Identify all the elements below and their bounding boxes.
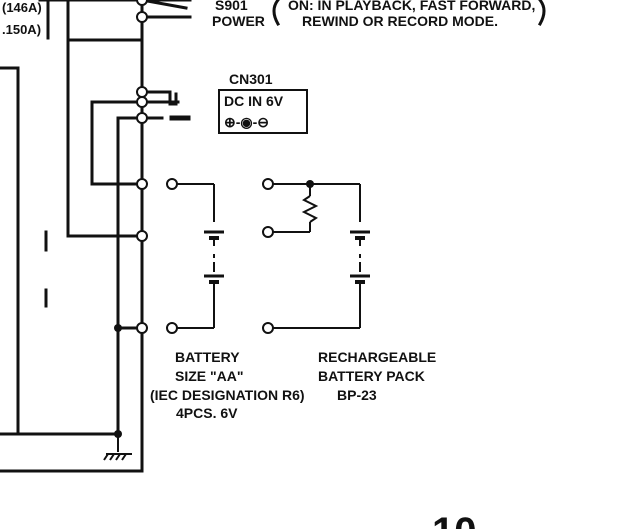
- left-current-label-2: .150A): [2, 22, 41, 37]
- connector-box: [218, 89, 308, 134]
- battery-pack-line-3: BP-23: [337, 387, 377, 403]
- battery-pack-symbol: [270, 183, 370, 329]
- left-current-label-1: (146A): [2, 0, 42, 15]
- connector-spec-label: DC IN 6V: [224, 93, 284, 109]
- jack-contact: [160, 90, 178, 106]
- mode-bracket-left: [272, 0, 281, 27]
- mode-label-1: ON: IN PLAYBACK, FAST FORWARD,: [288, 0, 535, 13]
- junction-dots: [114, 180, 314, 438]
- ground-symbol: [103, 436, 132, 461]
- battery-pack-line-1: RECHARGEABLE: [318, 349, 436, 365]
- switch-ref-label: S901: [215, 0, 248, 13]
- battery-aa-line-1: BATTERY: [175, 349, 240, 365]
- connector-polarity-icon: ⊕-◉-⊖: [224, 114, 269, 130]
- battery-aa-line-3: (IEC DESIGNATION R6): [150, 387, 305, 403]
- battery-aa-symbol: [176, 183, 224, 329]
- battery-aa-line-2: SIZE "AA": [175, 368, 244, 384]
- mode-bracket-right: [537, 0, 546, 27]
- battery-aa-line-4: 4PCS. 6V: [176, 405, 238, 421]
- page-number: 10: [432, 510, 477, 529]
- terminals: [136, 0, 274, 334]
- switch-blade: [140, 0, 188, 10]
- switch-name-label: POWER: [212, 13, 265, 29]
- battery-pack-line-2: BATTERY PACK: [318, 368, 425, 384]
- mode-label-2: REWIND OR RECORD MODE.: [302, 13, 498, 29]
- connector-ref-label: CN301: [229, 71, 273, 87]
